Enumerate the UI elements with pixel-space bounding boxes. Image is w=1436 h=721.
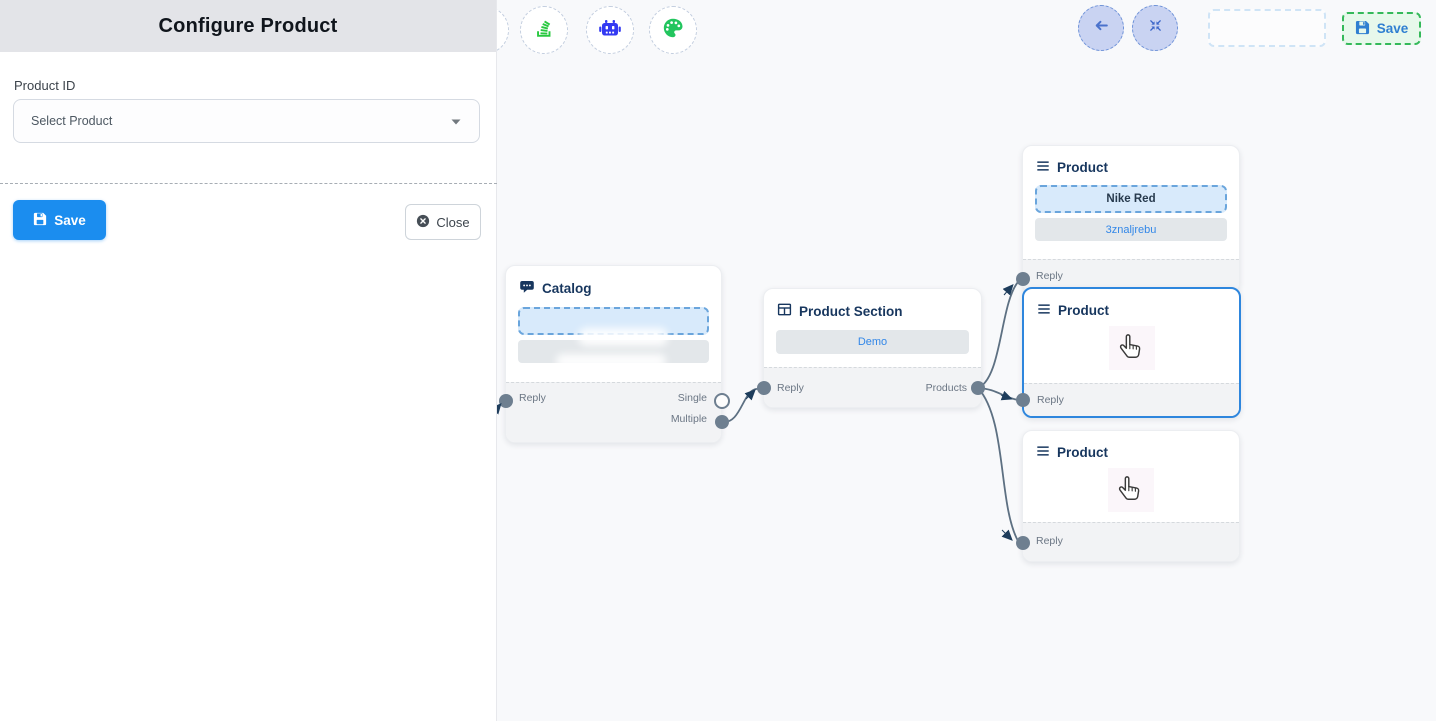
arrow-left-icon — [1093, 17, 1110, 39]
panel-header: Configure Product — [0, 0, 496, 52]
edge-section-to-product-bottom — [977, 387, 1019, 542]
product-section-footer: Reply Products — [764, 367, 981, 407]
product-node-header: Product — [1023, 431, 1239, 461]
fit-view-button[interactable] — [1132, 5, 1178, 51]
catalog-node-header: Catalog — [506, 266, 721, 298]
section-demo-button[interactable]: Demo — [776, 330, 969, 354]
catalog-node-footer: Reply Single Multiple — [506, 382, 721, 442]
product-section-node-title: Product Section — [799, 303, 903, 319]
product-section-node[interactable]: Product Section Demo Reply Products — [763, 288, 982, 408]
configure-product-panel: Configure Product Product ID Select Prod… — [0, 0, 497, 721]
product-name-field[interactable]: Nike Red — [1035, 185, 1227, 213]
close-button[interactable]: Close — [405, 204, 481, 240]
canvas-save-button[interactable]: Save — [1342, 12, 1421, 45]
product-node-header: Product — [1023, 146, 1239, 176]
product-reply-port-label: Reply — [1036, 535, 1063, 547]
robot-icon-button[interactable] — [586, 6, 634, 54]
catalog-node-title: Catalog — [542, 281, 592, 296]
product-retailer-id-field[interactable]: 3znaljrebu — [1035, 218, 1227, 241]
stack-icon-button[interactable] — [520, 6, 568, 54]
hand-cursor-image — [1108, 326, 1155, 370]
save-button[interactable]: Save — [13, 200, 106, 240]
back-button[interactable] — [1078, 5, 1124, 51]
section-demo-label: Demo — [857, 336, 888, 348]
catalog-selected-field[interactable] — [518, 307, 709, 335]
palette-icon — [661, 16, 685, 45]
product-id-label: Product ID — [14, 78, 76, 93]
empty-action-slot[interactable] — [1208, 9, 1326, 47]
robot-icon — [598, 16, 622, 45]
hand-cursor-image — [1108, 468, 1154, 512]
product-node-footer: Reply — [1023, 259, 1239, 292]
close-button-label: Close — [436, 214, 470, 230]
product-node-header: Product — [1024, 289, 1239, 319]
product-reply-port-label: Reply — [1036, 270, 1063, 282]
edge-catalog-to-section — [721, 388, 760, 423]
flow-canvas[interactable]: Save Catalog Reply Single Multiple — [497, 0, 1436, 721]
panel-divider — [0, 183, 497, 184]
chevron-down-icon — [451, 112, 461, 130]
chat-bubble-icon — [519, 279, 535, 298]
catalog-single-port-label: Single — [677, 392, 707, 404]
section-products-port-label: Products — [925, 382, 967, 394]
menu-icon — [1037, 302, 1051, 319]
save-button-label: Save — [54, 212, 86, 228]
product-reply-port-label: Reply — [1037, 394, 1064, 406]
compress-icon — [1148, 18, 1163, 38]
catalog-node[interactable]: Catalog Reply Single Multiple — [505, 265, 722, 443]
catalog-multiple-port-label: Multiple — [670, 413, 707, 425]
save-disk-icon — [1355, 20, 1370, 38]
stack-icon — [533, 17, 555, 44]
product-node-middle[interactable]: Product Reply — [1022, 287, 1241, 418]
grid-icon — [777, 302, 792, 320]
product-node-top[interactable]: Product Nike Red 3znaljrebu Reply — [1022, 145, 1240, 293]
product-node-title: Product — [1057, 445, 1109, 460]
menu-icon — [1036, 444, 1050, 461]
save-disk-icon — [33, 212, 47, 229]
product-node-title: Product — [1057, 160, 1109, 175]
page-title: Configure Product — [158, 14, 338, 37]
product-node-footer: Reply — [1024, 383, 1239, 416]
close-circle-icon — [416, 214, 430, 231]
product-node-footer: Reply — [1023, 522, 1239, 561]
product-name-value: Nike Red — [1106, 193, 1156, 205]
catalog-id-field[interactable] — [518, 328, 709, 368]
product-node-bottom[interactable]: Product Reply — [1022, 430, 1240, 562]
menu-icon — [1036, 159, 1050, 176]
section-reply-port-label: Reply — [777, 382, 804, 394]
product-retailer-id-value: 3znaljrebu — [1105, 223, 1157, 236]
catalog-reply-port-label: Reply — [519, 392, 546, 404]
palette-icon-button[interactable] — [649, 6, 697, 54]
edge-section-to-product-top — [977, 281, 1019, 389]
toolbar-hidden-button[interactable] — [497, 6, 509, 54]
product-select-placeholder: Select Product — [31, 114, 113, 128]
product-node-title: Product — [1058, 303, 1110, 318]
canvas-save-label: Save — [1376, 21, 1409, 36]
product-select[interactable]: Select Product — [13, 99, 480, 143]
product-section-node-header: Product Section — [764, 289, 981, 320]
edge-section-to-product-middle — [977, 387, 1019, 401]
